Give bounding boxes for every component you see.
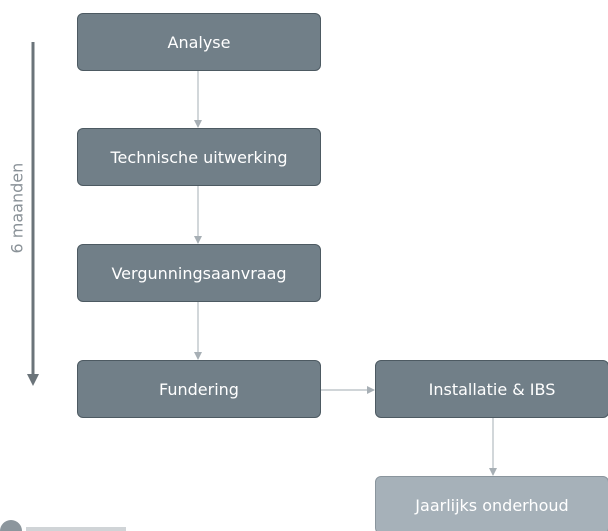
step-technische-uitwerking-label: Technische uitwerking [110,147,288,167]
step-analyse-label: Analyse [167,32,231,52]
step-installatie-label: Installatie & IBS [428,379,556,399]
timeline-label: 6 maanden [7,162,27,254]
footer-circle-icon [0,520,22,531]
step-installatie: Installatie & IBS [375,360,608,418]
step-jaarlijks-onderhoud: Jaarlijks onderhoud [375,476,608,531]
step-vergunningsaanvraag-label: Vergunningsaanvraag [111,263,287,283]
step-analyse: Analyse [77,13,321,71]
step-fundering: Fundering [77,360,321,418]
step-jaarlijks-onderhoud-label: Jaarlijks onderhoud [415,495,569,515]
footer-bar [26,527,126,531]
step-fundering-label: Fundering [159,379,239,399]
step-vergunningsaanvraag: Vergunningsaanvraag [77,244,321,302]
timeline-arrow-icon [27,42,39,386]
step-technische-uitwerking: Technische uitwerking [77,128,321,186]
